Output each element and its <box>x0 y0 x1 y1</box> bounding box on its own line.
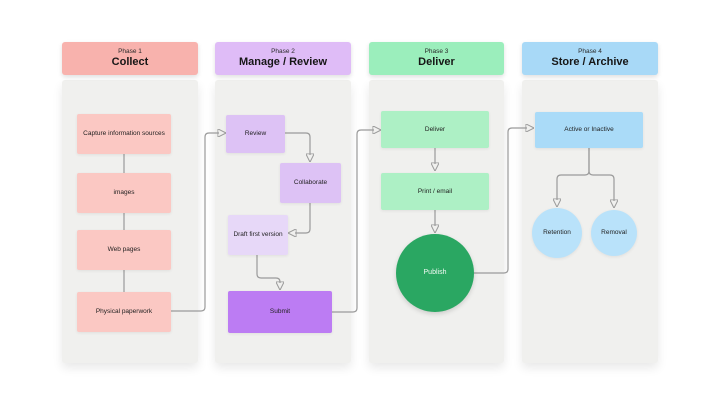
phase-2-header: Phase 2 Manage / Review <box>215 42 351 75</box>
node-collaborate: Collaborate <box>280 163 341 203</box>
phase-3-title: Deliver <box>418 56 455 68</box>
node-web-pages: Web pages <box>77 230 171 270</box>
node-retention: Retention <box>532 208 582 258</box>
phase-2-title: Manage / Review <box>238 56 328 68</box>
node-removal: Removal <box>591 210 637 256</box>
phase-1-label: Phase 1 <box>118 48 142 55</box>
phase-2-label: Phase 2 <box>271 48 295 55</box>
phase-1-header: Phase 1 Collect <box>62 42 198 75</box>
phase-4-header: Phase 4 Store / Archive <box>522 42 658 75</box>
node-draft-first-version: Draft first version <box>228 215 288 255</box>
node-publish: Publish <box>396 234 474 312</box>
node-capture-information-sources: Capture information sources <box>77 114 171 154</box>
phase-1-title: Collect <box>111 56 149 68</box>
phase-4-title: Store / Archive <box>551 56 629 68</box>
node-print-email: Print / email <box>381 173 489 210</box>
phase-3-header: Phase 3 Deliver <box>369 42 504 75</box>
phase-4-label: Phase 4 <box>578 48 602 55</box>
node-physical-paperwork: Physical paperwork <box>77 292 171 332</box>
node-images: images <box>77 173 171 213</box>
node-deliver: Deliver <box>381 111 489 148</box>
node-active-or-inactive: Active or Inactive <box>535 112 643 148</box>
phase-3-label: Phase 3 <box>424 48 449 55</box>
node-review: Review <box>226 115 285 153</box>
node-submit: Submit <box>228 291 332 333</box>
